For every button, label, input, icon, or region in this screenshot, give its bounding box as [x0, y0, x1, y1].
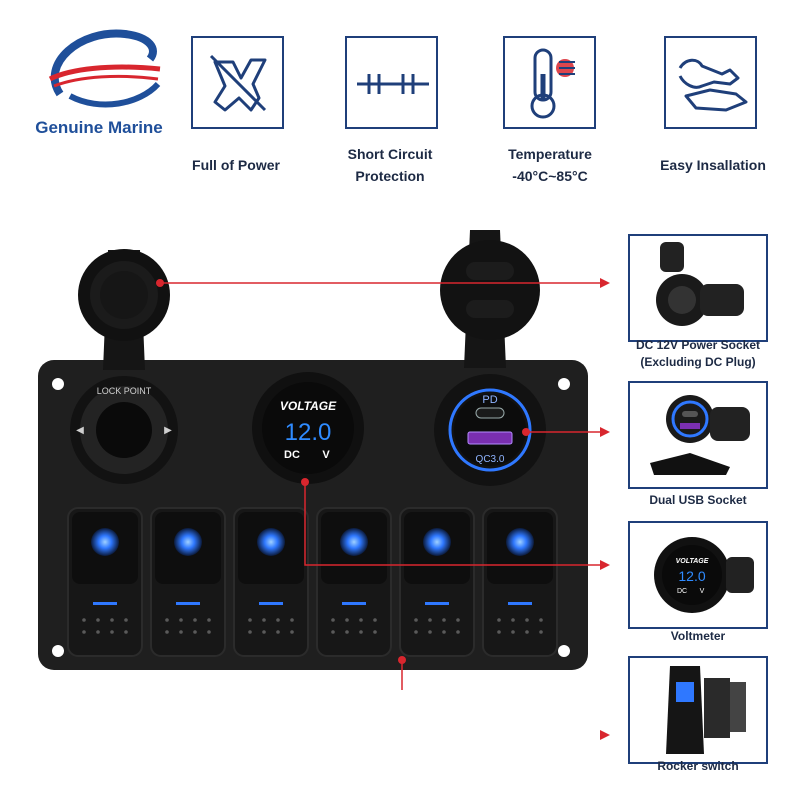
rocker-bottom-indicator: [342, 602, 366, 605]
thumb-dc-socket-label: DC 12V Power Socket (Excluding DC Plug): [616, 337, 780, 371]
rocker-switch-photo-icon: [666, 666, 746, 754]
rocker-bottom-indicator: [508, 602, 532, 605]
usb-socket-ring: [448, 388, 532, 472]
rocker-bottom-indicator: [93, 602, 117, 605]
mount-hole-bottom-left: [52, 645, 64, 657]
voltmeter-dc: DC: [284, 449, 300, 461]
rocker-indicator-light: [91, 528, 119, 556]
wrench-hand-icon: [678, 58, 748, 112]
rocker-indicator-light: [423, 528, 451, 556]
rocker-indicator-light: [174, 528, 202, 556]
lightning-cut-icon: [209, 54, 267, 112]
usb-qc-label: QC3.0: [476, 454, 505, 465]
rocker-bottom-indicator: [259, 602, 283, 605]
feature-short-circuit-box: [345, 36, 438, 129]
rocker-switch[interactable]: [399, 507, 475, 657]
voltmeter-title: VOLTAGE: [280, 399, 337, 413]
rocker-indicator-light: [340, 528, 368, 556]
rocker-switch[interactable]: [482, 507, 558, 657]
lock-point-text: LOCK POINT: [97, 386, 152, 396]
thumb-dc-socket-label-line-2: (Excluding DC Plug): [640, 355, 756, 369]
feature-temperature-box: [503, 36, 596, 129]
usb-cap: [440, 240, 540, 340]
boat-swoosh-logo-icon: [48, 29, 161, 108]
thermometer-icon: [530, 48, 575, 119]
dc-socket-photo-icon: [656, 242, 744, 326]
mount-hole-top-left: [52, 378, 64, 390]
rocker-switch[interactable]: [150, 507, 226, 657]
feature-installation-label-line-1: Easy Insallation: [660, 157, 766, 173]
callout-bottom-arrow: [600, 730, 610, 740]
mini-voltmeter-v: V: [700, 588, 705, 595]
rocker-switch[interactable]: [316, 507, 392, 657]
usb-a-port: [467, 431, 513, 445]
thumb-rocker-switch-label: Rocker switch: [657, 759, 739, 773]
thumb-voltmeter: VOLTAGE 12.0 DC V: [628, 521, 768, 629]
rocker-bottom-indicator: [425, 602, 449, 605]
arrow-left-glyph: ◀: [76, 425, 84, 436]
arrow-right-glyph: ▶: [164, 425, 172, 436]
mount-hole-top-right: [558, 378, 570, 390]
mount-hole-bottom-right: [558, 645, 570, 657]
rocker-indicator-light: [506, 528, 534, 556]
thumb-usb-socket: [628, 381, 768, 489]
thumb-dc-socket-label-line-1: DC 12V Power Socket: [635, 338, 761, 352]
usb-socket-photo-icon: [650, 395, 750, 475]
mini-voltmeter-reading: 12.0: [678, 568, 705, 584]
voltmeter-photo-icon: VOLTAGE 12.0 DC V: [654, 537, 754, 613]
mini-voltmeter-dc: DC: [677, 588, 687, 595]
thumb-dc-socket: [628, 234, 768, 342]
feature-temperature-label: Temperature -40°C~85°C: [480, 143, 620, 187]
thumb-voltmeter-label: Voltmeter: [670, 629, 726, 643]
voltmeter-reading: 12.0: [285, 419, 332, 446]
rocker-indicator-light: [257, 528, 285, 556]
feature-power-label: Full of Power: [166, 154, 306, 176]
rocker-switch[interactable]: [67, 507, 143, 657]
brand-logo: [40, 24, 170, 116]
rocker-switch-row: [67, 507, 558, 657]
feature-power-box: [191, 36, 284, 129]
thumb-usb-socket-label: Dual USB Socket: [649, 493, 747, 507]
rocker-bottom-indicator: [176, 602, 200, 605]
brand-name: Genuine Marine: [35, 118, 163, 137]
switch-panel-illustration: LOCK POINT ◀ ▶ VOLTAGE 12.0 DC V PD QC3.…: [38, 230, 610, 690]
fuse-circuit-icon: [357, 74, 429, 94]
rocker-switch[interactable]: [233, 507, 309, 657]
usb-c-port: [475, 407, 505, 419]
callout-lines: [156, 278, 610, 690]
feature-temperature-label-line-2: -40°C~85°C: [512, 168, 588, 184]
voltmeter-face: [262, 382, 354, 474]
feature-short-circuit-label: Short Circuit Protection: [320, 143, 460, 187]
feature-installation-label: Easy Insallation: [638, 154, 788, 176]
feature-short-circuit-label-line-1: Short Circuit: [347, 146, 433, 162]
thumb-rocker-switch: [628, 656, 768, 764]
voltmeter-v: V: [322, 449, 330, 461]
usb-pd-label: PD: [482, 394, 497, 406]
feature-power-label-line-1: Full of Power: [192, 157, 280, 173]
feature-temperature-label-line-1: Temperature: [508, 146, 592, 162]
mini-voltmeter-title: VOLTAGE: [676, 558, 709, 565]
feature-installation-box: [664, 36, 757, 129]
feature-short-circuit-label-line-2: Protection: [355, 168, 425, 184]
